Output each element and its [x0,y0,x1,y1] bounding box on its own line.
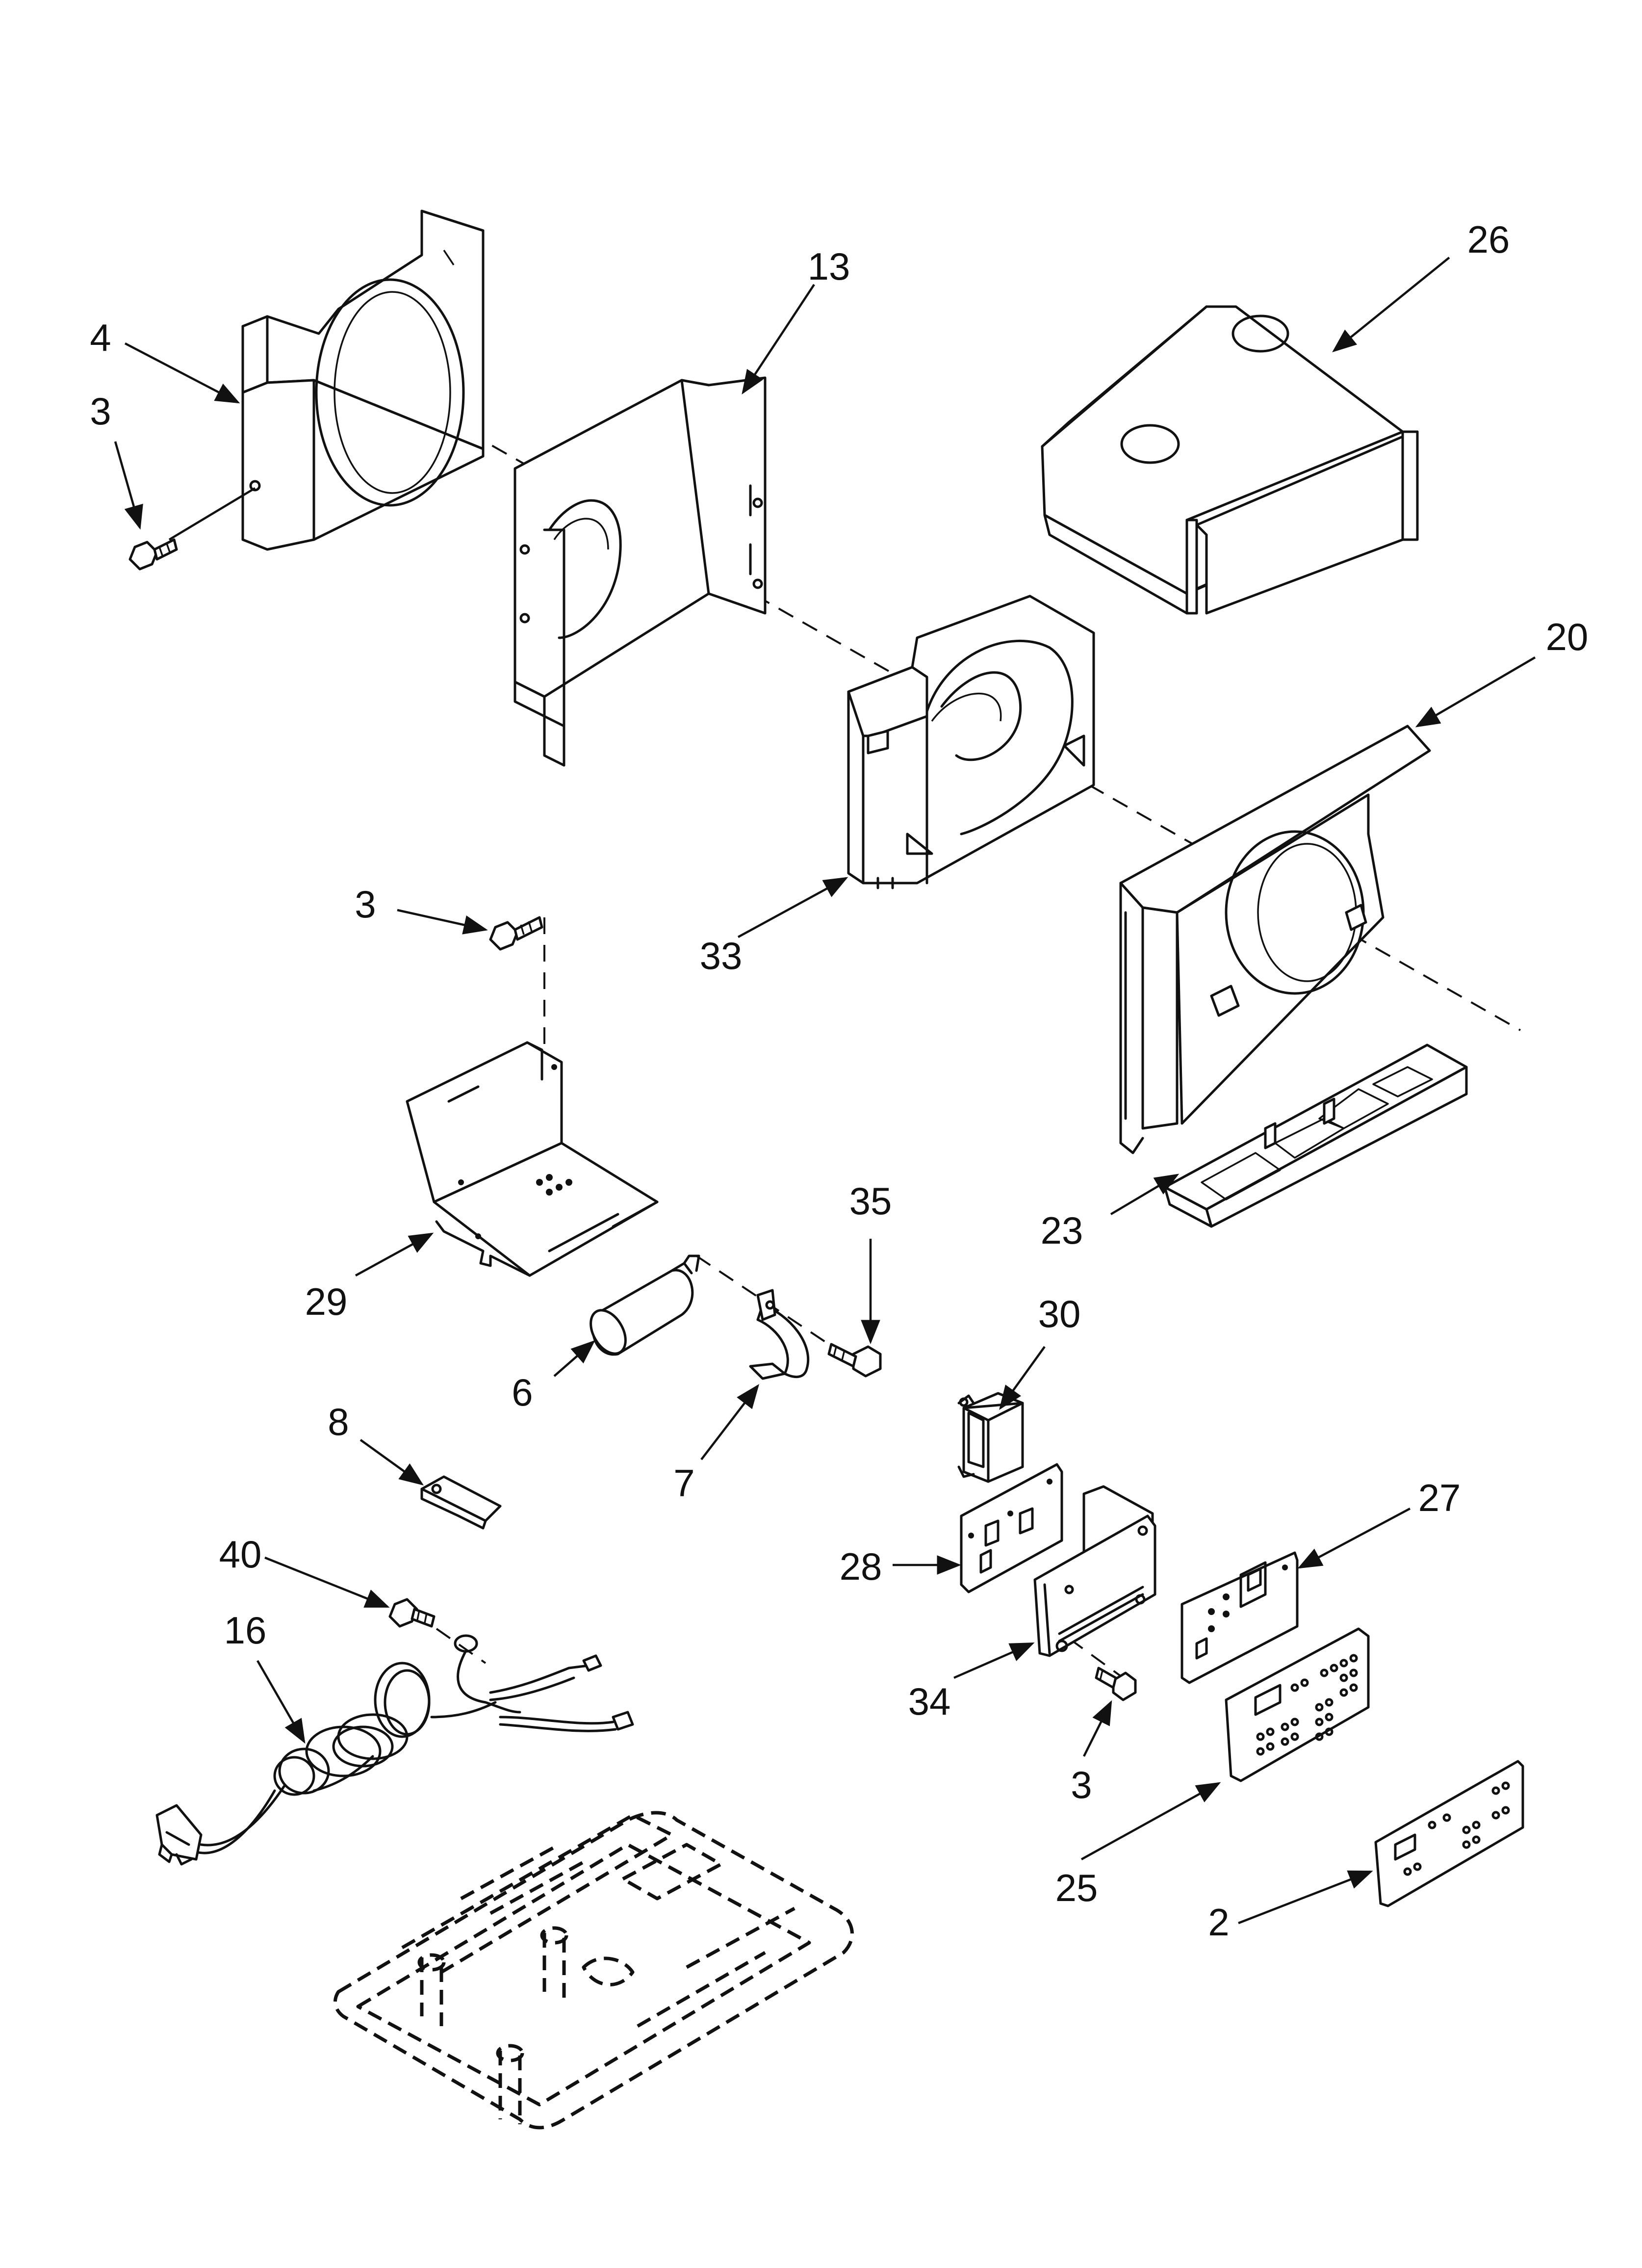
base-pan-phantom [333,1811,854,2130]
callout-4: 4 [90,316,111,359]
part-27-control-board [1180,1551,1299,1684]
callout-40: 40 [219,1533,262,1576]
callout-26: 26 [1467,218,1510,261]
callout-27: 27 [1418,1476,1461,1519]
callout-20: 20 [1546,615,1589,658]
callout-35: 35 [849,1179,892,1223]
part-28-switch-board [960,1463,1063,1593]
part-3-screw-c [1095,1667,1137,1701]
part-23-drain-tray [1163,1043,1468,1228]
callout-29: 29 [305,1280,348,1323]
callout-3-lower: 3 [1071,1763,1092,1806]
callout-3-upper: 3 [355,883,376,926]
part-3-screw-b [489,916,543,951]
part-30-transformer [957,1392,1024,1483]
callout-28: 28 [840,1545,882,1588]
leader-lines [114,257,1536,1925]
part-8-clip [420,1475,502,1530]
callout-3: 3 [90,390,111,433]
callout-25: 25 [1055,1866,1098,1909]
callout-labels: 4 3 13 26 20 3 33 35 23 29 30 6 8 7 27 2… [90,218,1588,1944]
part-16-power-cord [155,1634,634,1866]
callout-34: 34 [908,1680,951,1723]
callout-8: 8 [328,1400,349,1443]
callout-33: 33 [700,934,743,977]
callout-16: 16 [224,1609,267,1652]
part-4-shroud-panel [168,209,485,551]
part-34-bracket [1033,1485,1156,1657]
part-13-orifice-panel [513,376,767,767]
part-2-overlay [1374,1760,1524,1907]
callout-6: 6 [512,1371,533,1414]
part-35-screw [827,1343,882,1378]
callout-7: 7 [673,1461,694,1505]
part-6-capacitor [590,1254,700,1356]
callout-13: 13 [808,245,850,288]
callout-30: 30 [1038,1292,1081,1335]
callout-23: 23 [1041,1209,1083,1252]
part-29-control-bracket [406,1041,659,1277]
callout-2: 2 [1208,1901,1229,1944]
part-3-screw-a [128,538,178,571]
part-33-blower-housing [847,595,1095,889]
part-26-cover [1041,305,1419,615]
part-25-control-panel [1225,1627,1370,1782]
part-7-capacitor-strap [749,1289,810,1380]
panel-buttons [1256,1654,1358,1756]
part-20-partition [1119,725,1431,1154]
part-40-ground-screw [388,1598,436,1628]
